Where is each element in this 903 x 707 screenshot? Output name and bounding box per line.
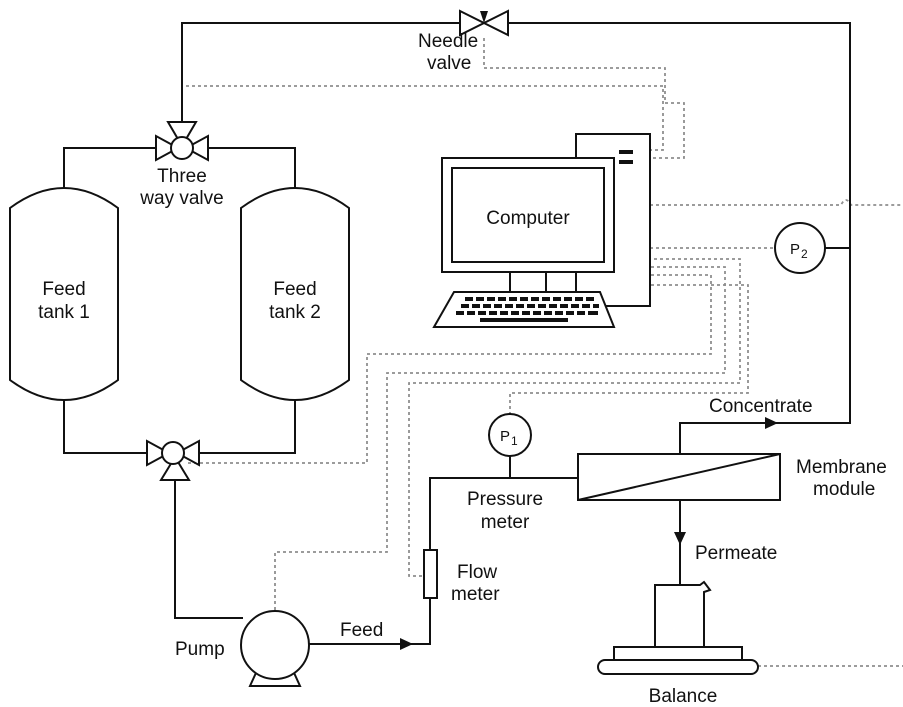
monitor-stand [509, 271, 547, 293]
flow-meter [423, 549, 438, 599]
membrane-module-label-1: Membrane [796, 457, 887, 478]
pump [240, 610, 310, 687]
membrane-module-label-2: module [813, 479, 875, 500]
tower-slot-icon [619, 160, 633, 164]
p1-subscript: 1 [511, 434, 518, 448]
arrow-concentrate [765, 417, 778, 429]
needle-valve-stem-icon [480, 11, 488, 23]
beaker [654, 580, 712, 648]
p2-gauge [774, 222, 826, 274]
signal-pump [274, 266, 726, 610]
computer-label: Computer [486, 208, 570, 229]
arrow-feed [400, 638, 413, 650]
pipe-tank1-bottom [63, 398, 147, 454]
signal-p1 [509, 284, 749, 415]
pipe-three-way-right [208, 147, 296, 190]
signal-three-way-bottom [188, 274, 712, 464]
flow-meter-label-2: meter [451, 584, 500, 605]
p2-label: P [790, 241, 800, 258]
flow-meter-label-1: Flow [457, 562, 497, 583]
arrow-permeate [674, 532, 686, 545]
pipe-three-way-left [63, 147, 156, 190]
monitor-screen [451, 167, 605, 263]
feed-tank-2 [240, 187, 350, 401]
pump-label: Pump [175, 639, 225, 660]
pipes [63, 22, 851, 650]
pressure-meter-label-1: Pressure [467, 489, 543, 510]
balance [597, 646, 759, 675]
feed-tank-2-label-1: Feed [273, 279, 316, 300]
computer [432, 133, 651, 328]
membrane-module [577, 453, 781, 501]
feed-tank-1 [9, 187, 119, 401]
signal-right-edge [650, 199, 903, 206]
three-way-valve-bottom [146, 439, 200, 481]
feed-tank-1-label-1: Feed [42, 279, 85, 300]
pipe-to-pump [174, 480, 243, 619]
balance-label: Balance [649, 686, 718, 707]
feed-label: Feed [340, 620, 383, 641]
p2-subscript: 2 [801, 247, 808, 261]
pressure-meter-label-2: meter [481, 512, 530, 533]
p1-gauge [488, 413, 532, 457]
needle-valve-label-2: valve [427, 53, 471, 74]
p1-label: P [500, 428, 510, 445]
signal-needle-valve [483, 38, 685, 159]
signal-three-way-top [181, 85, 664, 151]
three-way-valve-label-2: way valve [139, 188, 223, 209]
three-way-valve-label-1: Three [157, 166, 207, 187]
pipe-feed [308, 477, 578, 645]
permeate-label: Permeate [695, 543, 777, 564]
pipe-tank2-bottom [199, 398, 296, 454]
pipe-top-loop [181, 22, 851, 454]
tower-slot-icon [619, 150, 633, 154]
feed-tank-1-label-2: tank 1 [38, 302, 90, 323]
keyboard-keys [456, 297, 599, 322]
three-way-valve-top [155, 121, 209, 162]
concentrate-label: Concentrate [709, 396, 813, 417]
needle-valve-label-1: Needle [418, 31, 478, 52]
needle-valve [459, 9, 509, 37]
feed-tank-2-label-2: tank 2 [269, 302, 321, 323]
